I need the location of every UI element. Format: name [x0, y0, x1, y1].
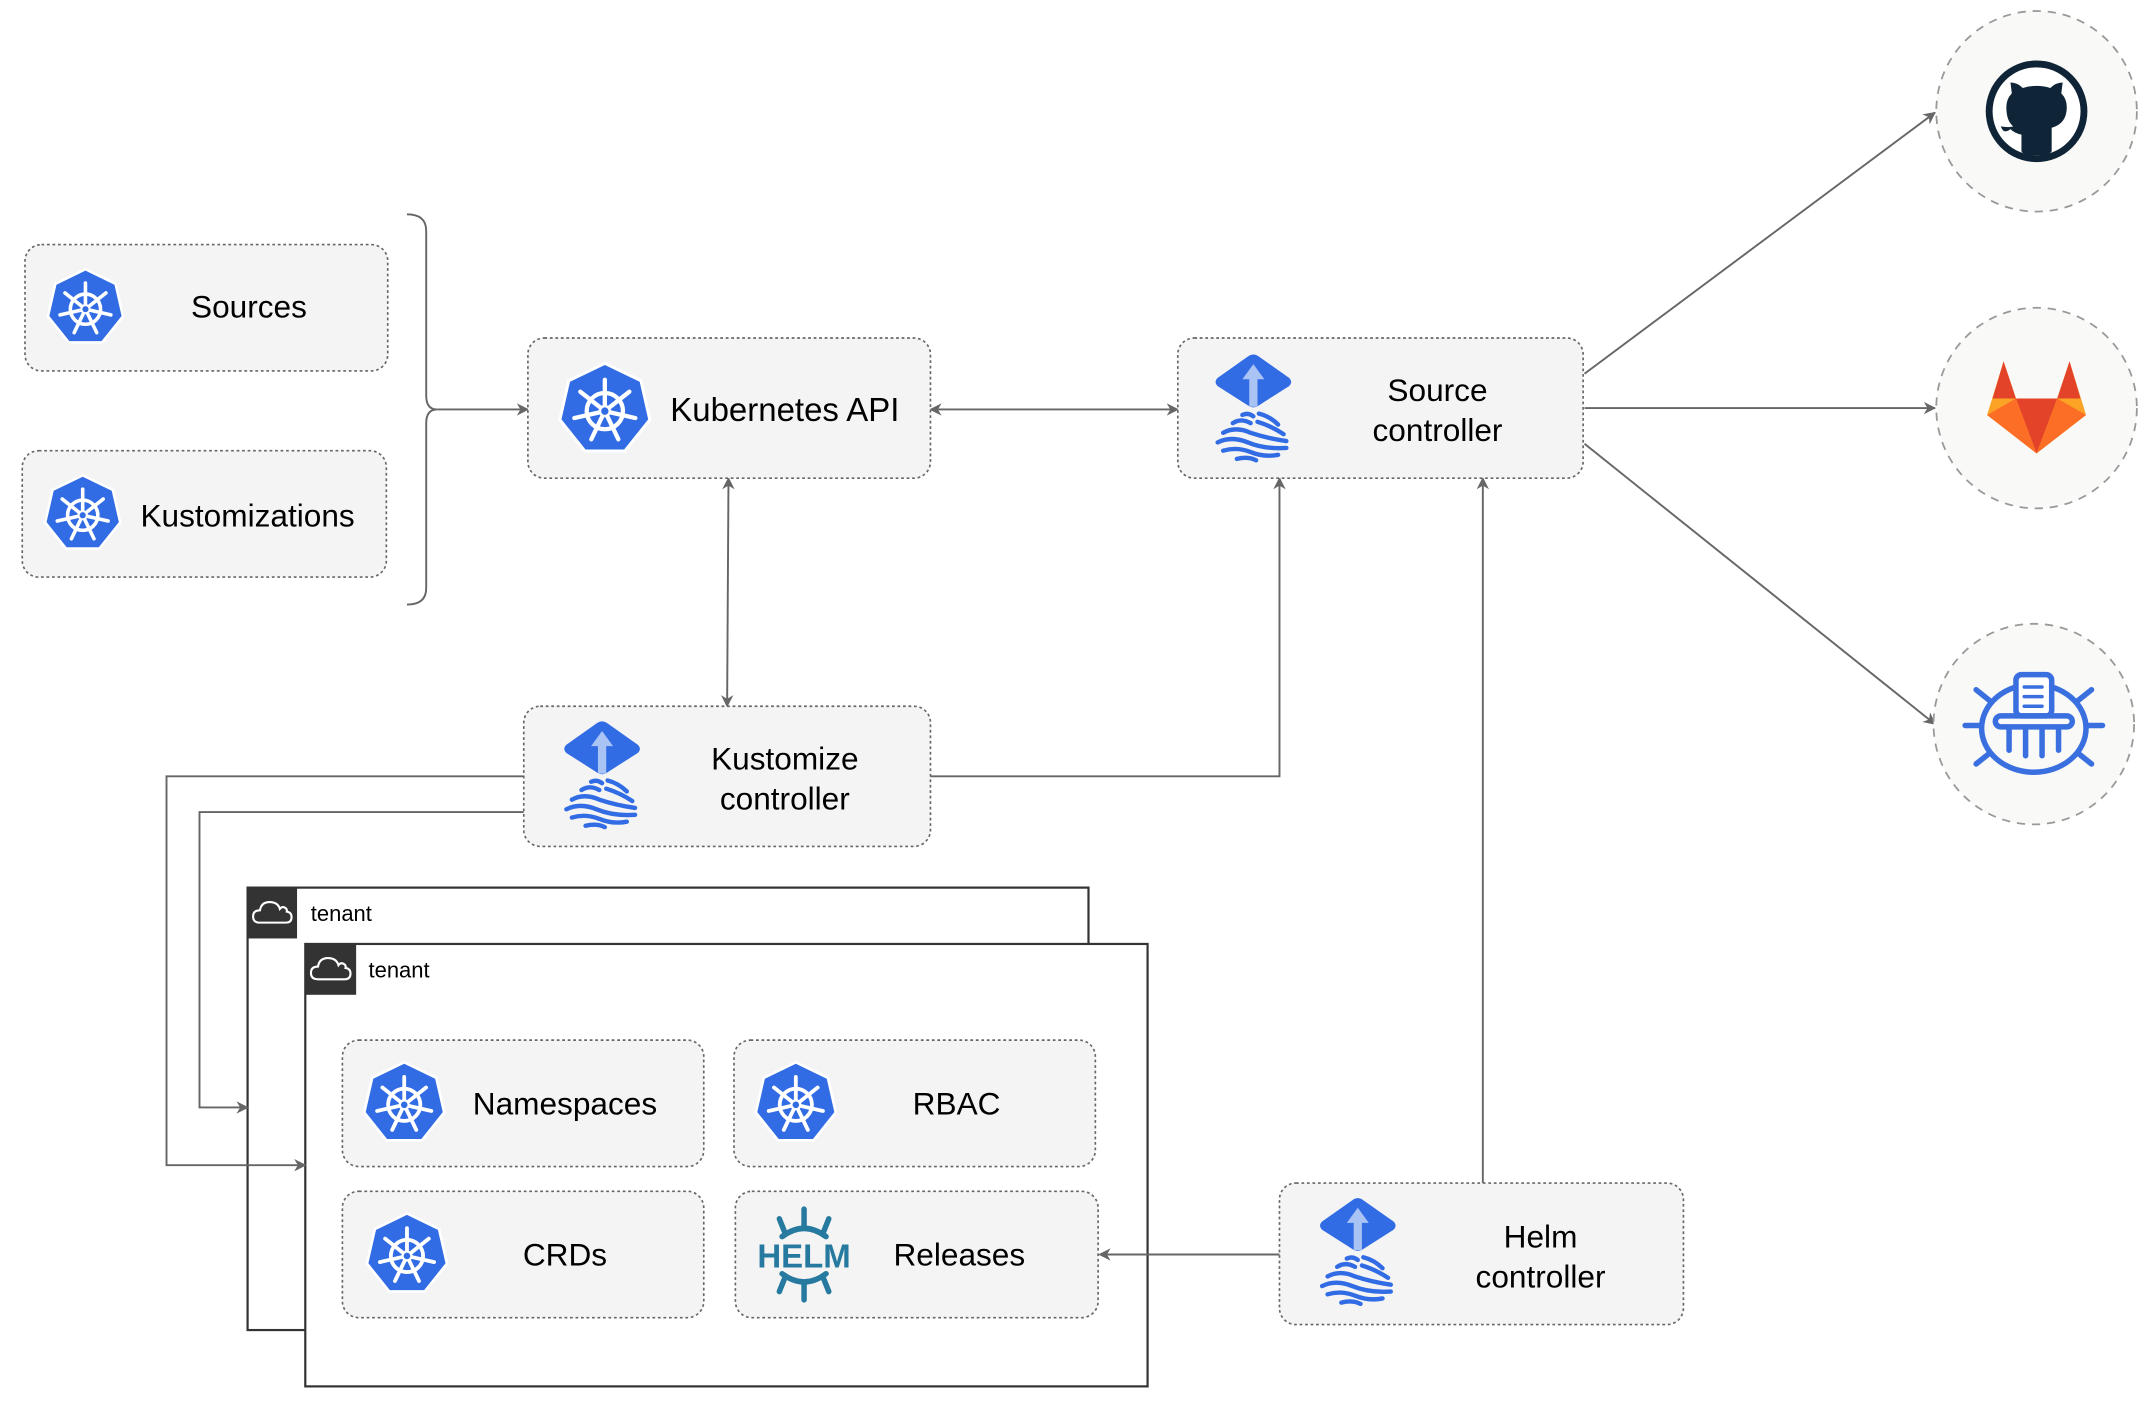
- node-label: Kustomizations: [140, 497, 354, 533]
- node-kustomizations[interactable]: Kustomizations: [21, 449, 388, 578]
- node-label: Namespaces: [473, 1085, 657, 1121]
- gitlab-icon: [1987, 361, 2087, 454]
- node-label: controller: [1476, 1258, 1606, 1294]
- node-rbac[interactable]: RBAC: [733, 1039, 1097, 1168]
- edge-kubernetes-api-kustomize-controller: [721, 476, 735, 708]
- node-label: Releases: [893, 1236, 1025, 1272]
- helm-repository-icon: [1962, 671, 2106, 775]
- helm-icon: HELM: [757, 1206, 851, 1303]
- edge-kustomize-to-tenant-back: [198, 811, 524, 1114]
- node-kustomize-controller[interactable]: Kustomize controller: [522, 705, 932, 848]
- edge-kustomize-to-tenant-front: [165, 775, 524, 1172]
- node-releases[interactable]: HELM Releases: [734, 1190, 1099, 1319]
- node-crds[interactable]: CRDs: [341, 1190, 705, 1319]
- node-label: Sources: [191, 288, 307, 324]
- node-sources[interactable]: Sources: [24, 243, 389, 372]
- node-label: controller: [1373, 412, 1503, 448]
- edge-source-to-helm-repository: [1583, 443, 1936, 725]
- tenant-label: tenant: [369, 958, 430, 983]
- node-label: controller: [720, 780, 850, 816]
- node-label: CRDs: [523, 1236, 607, 1272]
- node-label: RBAC: [913, 1085, 1001, 1121]
- node-source-controller[interactable]: Source controller: [1176, 337, 1584, 479]
- external-github[interactable]: [1935, 10, 2138, 213]
- edge-source-to-github: [1583, 111, 1936, 375]
- node-label: Kustomize: [711, 740, 858, 776]
- external-gitlab[interactable]: [1935, 306, 2138, 510]
- node-label: Helm: [1504, 1219, 1578, 1255]
- github-icon: [1985, 60, 2088, 163]
- node-label: Source: [1387, 372, 1487, 408]
- node-label: Kubernetes API: [670, 391, 899, 428]
- external-helm-repository[interactable]: [1932, 622, 2136, 826]
- node-kubernetes-api[interactable]: Kubernetes API: [527, 337, 932, 479]
- edge-kustomize-to-source-controller: [930, 476, 1286, 778]
- tenant-label: tenant: [311, 901, 372, 926]
- node-namespaces[interactable]: Namespaces: [341, 1039, 705, 1168]
- node-helm-controller[interactable]: Helm controller: [1278, 1182, 1685, 1326]
- grouping-brace: [406, 213, 438, 606]
- helm-logo-text: HELM: [757, 1237, 850, 1274]
